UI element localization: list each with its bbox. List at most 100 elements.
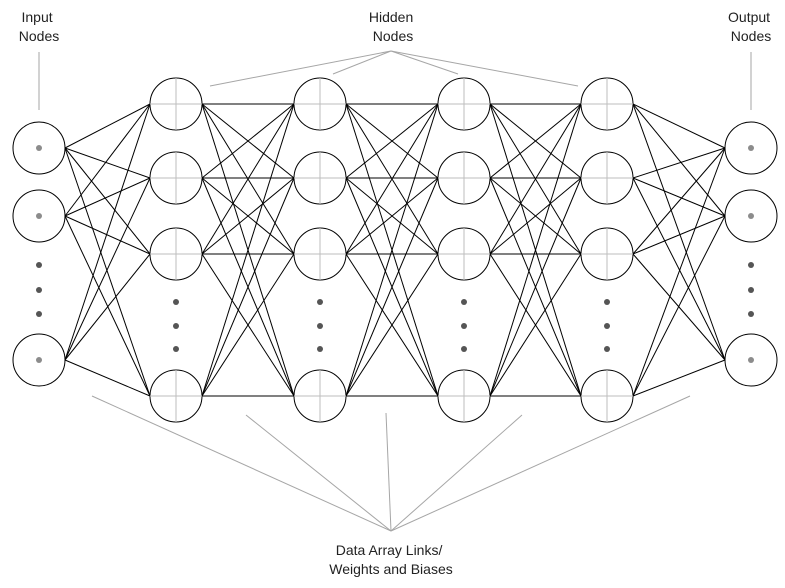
connection-edge: [632, 215, 726, 255]
output-node: [724, 121, 778, 175]
connection-edge: [64, 253, 151, 361]
input-node-center-dot: [36, 213, 42, 219]
hidden-node: [293, 77, 347, 131]
connection-edge: [201, 103, 295, 397]
ellipsis-dot: [748, 311, 754, 317]
ellipsis-dot: [317, 323, 323, 329]
hidden-node: [149, 151, 203, 205]
hidden-node: [580, 77, 634, 131]
ellipsis-dot: [173, 299, 179, 305]
hidden-node: [580, 227, 634, 281]
links-label-line-1: Data Array Links/: [336, 542, 443, 558]
connection-edge: [489, 177, 582, 255]
connection-edge: [64, 147, 151, 397]
connection-edges: [64, 103, 726, 397]
connection-edge: [201, 177, 295, 255]
callout-line: [91, 395, 392, 532]
ellipsis-dot: [173, 346, 179, 352]
hidden-node: [437, 369, 491, 423]
connection-edge: [64, 103, 151, 217]
connection-edge: [64, 147, 151, 255]
output-nodes-label-line-2: Nodes: [731, 28, 771, 44]
callout-line: [390, 50, 579, 87]
links-label-line-2: Weights and Biases: [329, 561, 452, 577]
connection-edge: [632, 177, 726, 217]
ellipsis-dot: [604, 299, 610, 305]
network-nodes: [12, 77, 778, 423]
hidden-nodes-label: Hidden Nodes: [369, 9, 417, 44]
callout-line: [390, 395, 691, 532]
hidden-node: [293, 369, 347, 423]
callout-line: [390, 414, 523, 532]
connection-edge: [64, 147, 151, 179]
hidden-node: [149, 227, 203, 281]
ellipsis-dot: [36, 311, 42, 317]
ellipsis-dots: [36, 262, 754, 352]
ellipsis-dot: [748, 262, 754, 268]
connection-edge: [632, 147, 726, 255]
connection-edge: [632, 103, 726, 149]
callout-line: [385, 412, 392, 532]
connection-edge: [632, 359, 726, 397]
callout-line: [209, 50, 392, 87]
input-nodes-label-line-1: Input: [21, 9, 52, 25]
connection-edge: [345, 253, 439, 397]
connection-edge: [345, 177, 439, 397]
ellipsis-dot: [317, 346, 323, 352]
callout-line: [390, 50, 459, 75]
ellipsis-dot: [461, 346, 467, 352]
connection-edge: [201, 177, 295, 397]
callout-lines: [38, 50, 752, 532]
output-node: [724, 189, 778, 243]
input-nodes-label-line-2: Nodes: [19, 28, 59, 44]
connection-edge: [64, 215, 151, 255]
hidden-nodes-label-line-2: Nodes: [373, 28, 413, 44]
connection-edge: [345, 177, 439, 255]
hidden-node: [437, 227, 491, 281]
hidden-node: [580, 369, 634, 423]
callout-line: [245, 414, 392, 532]
hidden-node: [293, 151, 347, 205]
ellipsis-dot: [461, 323, 467, 329]
output-node-center-dot: [748, 357, 754, 363]
connection-edge: [345, 103, 439, 397]
input-node: [12, 333, 66, 387]
connection-edge: [345, 103, 439, 255]
ellipsis-dot: [461, 299, 467, 305]
output-nodes-label-line-1: Output: [728, 9, 770, 25]
connection-edge: [489, 177, 582, 397]
output-nodes-label: Output Nodes: [728, 9, 774, 44]
hidden-node: [580, 151, 634, 205]
connection-edge: [632, 103, 726, 217]
hidden-node: [437, 77, 491, 131]
links-label: Data Array Links/ Weights and Biases: [329, 542, 452, 577]
input-nodes-label: Input Nodes: [19, 9, 59, 44]
connection-edge: [201, 103, 295, 255]
ellipsis-dot: [604, 346, 610, 352]
hidden-nodes-label-line-1: Hidden: [369, 9, 413, 25]
input-node: [12, 189, 66, 243]
connection-edge: [489, 103, 582, 179]
hidden-node: [149, 77, 203, 131]
input-node: [12, 121, 66, 175]
input-node-center-dot: [36, 357, 42, 363]
connection-edge: [64, 177, 151, 217]
output-node-center-dot: [748, 213, 754, 219]
connection-edge: [345, 103, 439, 179]
connection-edge: [632, 103, 726, 361]
connection-edge: [201, 103, 295, 179]
connection-edge: [632, 177, 726, 361]
ellipsis-dot: [748, 287, 754, 293]
ellipsis-dot: [317, 299, 323, 305]
connection-edge: [64, 215, 151, 397]
ellipsis-dot: [604, 323, 610, 329]
callout-line: [332, 50, 392, 75]
ellipsis-dot: [36, 287, 42, 293]
connection-edge: [64, 103, 151, 361]
connection-edge: [489, 253, 582, 397]
hidden-node: [437, 151, 491, 205]
connection-edge: [64, 359, 151, 397]
connection-edge: [64, 103, 151, 149]
connection-edge: [632, 147, 726, 179]
